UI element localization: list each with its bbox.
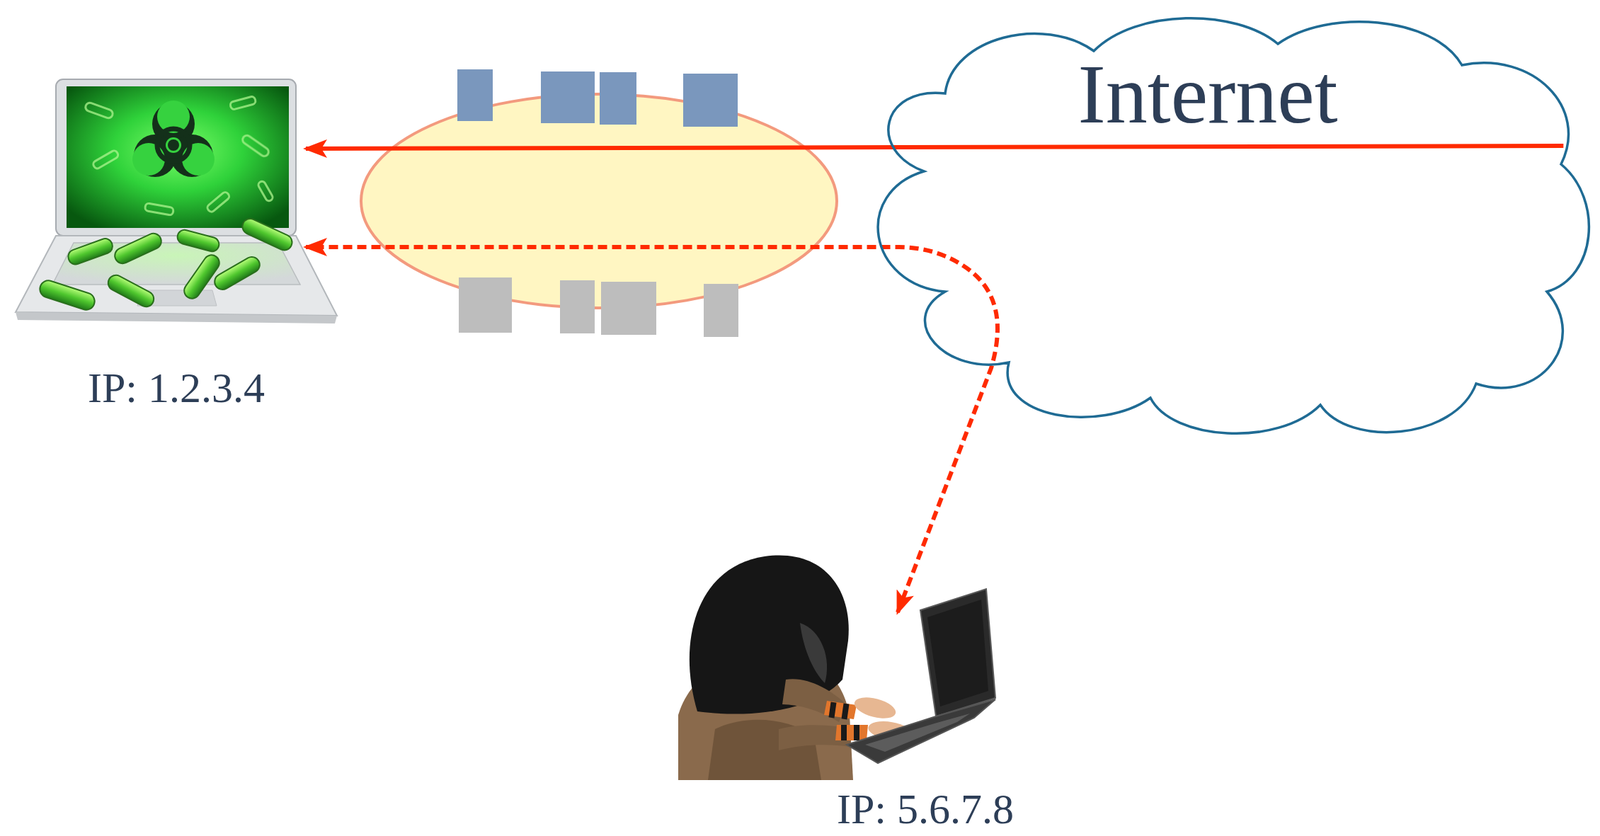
dashed-arrow [305,247,998,613]
attacker-art [678,555,996,781]
ip-label: IP: 1.2.3.4 [15,366,337,411]
packet-tunnel [361,69,837,337]
ip-label: IP: 5.6.7.8 [778,787,1072,832]
host-node: IP: 5.6.7.8 [778,555,1072,834]
infected-laptop-art [15,79,337,324]
host-node: IP: 1.2.3.4 [15,79,337,413]
cloud-label: Internet [838,50,1577,139]
cloud-node: Internet [838,8,1594,449]
